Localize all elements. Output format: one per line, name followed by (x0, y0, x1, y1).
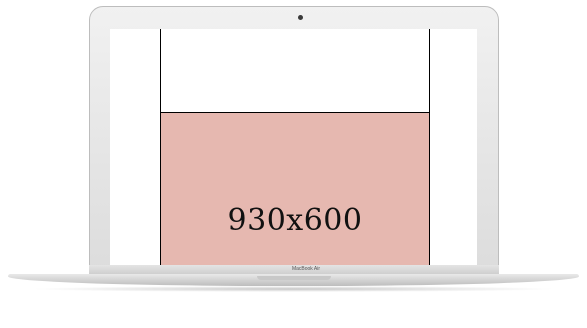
placeholder-size-label: 930x600 (161, 203, 429, 238)
camera-icon (298, 15, 303, 20)
base-shadow (30, 286, 557, 292)
frame-header-area (161, 29, 429, 113)
laptop-screen: 930x600 (110, 29, 477, 265)
placeholder-block: 930x600 (161, 113, 429, 265)
lid-notch (257, 276, 331, 280)
brand-label: MacBook Air (276, 265, 336, 273)
content-frame: 930x600 (160, 29, 430, 265)
